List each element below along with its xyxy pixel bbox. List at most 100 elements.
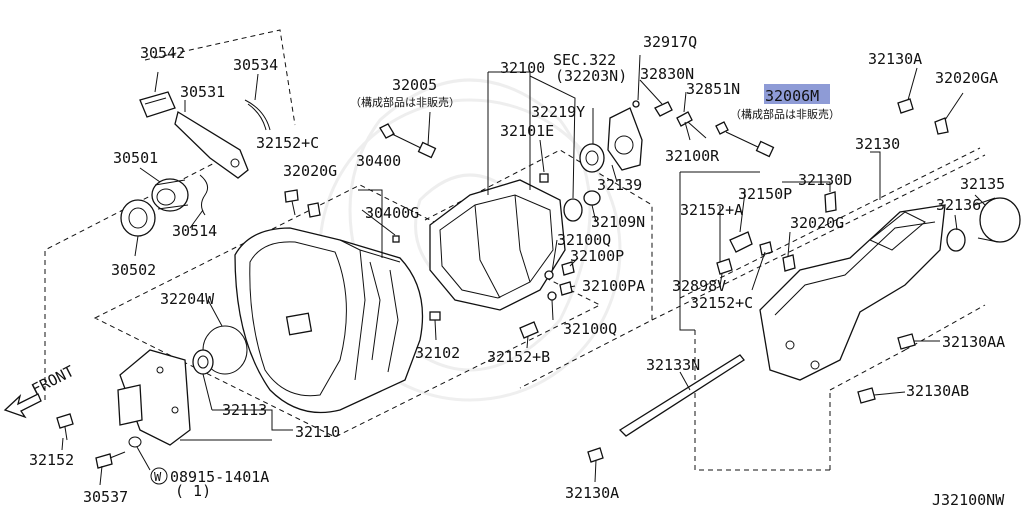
part-32830n <box>654 101 673 117</box>
part-label-30531: 30531 <box>180 83 225 101</box>
part-label-32152: 32152 <box>29 451 74 469</box>
note-not-sold-left: （構成部品は非販売） <box>350 95 460 109</box>
part-32136-bushing <box>946 228 966 252</box>
part-label-32101e: 32101E <box>500 122 554 140</box>
part-label-32133n: 32133N <box>646 356 700 374</box>
part-label-32100pa: 32100PA <box>582 277 645 295</box>
part-label-32130aa: 32130AA <box>942 333 1005 351</box>
part-label-30514: 30514 <box>172 222 217 240</box>
part-32100pa <box>559 281 573 296</box>
part-32130a-bolt-upper <box>897 98 914 114</box>
part-30501-bearing <box>151 178 189 212</box>
part-label-30537: 30537 <box>83 488 128 506</box>
part-32020g-left <box>307 202 321 218</box>
part-label-32136: 32136 <box>936 196 981 214</box>
part-washer <box>128 436 142 448</box>
part-32917q <box>632 100 640 108</box>
part-label-32130d: 32130D <box>798 171 852 189</box>
part-32110-front-cover <box>117 349 191 446</box>
part-label-32152-c: 32152+C <box>256 134 319 152</box>
part-30514-clip <box>199 174 209 216</box>
part-label-32135: 32135 <box>960 175 1005 193</box>
part-label-32113: 32113 <box>222 401 267 419</box>
part-label-32100p: 32100P <box>570 247 624 265</box>
part-label-32100q: 32100Q <box>557 231 611 249</box>
part-label-32130: 32130 <box>855 135 900 153</box>
part-32113-seal <box>192 349 214 375</box>
part-32130ab-bolt <box>857 387 876 404</box>
part-label-32100r: 32100R <box>665 147 720 165</box>
part-label-30534: 30534 <box>233 56 278 74</box>
part-label-32130a: 32130A <box>565 484 619 502</box>
part-32130a-bolt-lower <box>587 447 604 463</box>
part-32100-main-case <box>429 179 566 311</box>
part-32102-pin <box>429 311 441 321</box>
part-30502-seal <box>120 199 156 237</box>
part-label-32130a: 32130A <box>868 50 922 68</box>
part-30542-pad <box>139 91 176 118</box>
part-32006m-switch <box>715 121 775 158</box>
part-32005-switch <box>379 123 437 159</box>
part-32020g-right <box>782 254 796 272</box>
part-32130d-breather <box>824 191 837 213</box>
part-32100q-lower <box>547 291 557 301</box>
part-32152c-right-bolt <box>759 241 773 256</box>
front-arrow-icon <box>3 393 42 419</box>
part-32130aa-bolt <box>897 333 916 350</box>
part-label-32851n: 32851N <box>686 80 740 98</box>
part-label-32152-c: 32152+C <box>690 294 753 312</box>
part-32100q-upper <box>544 270 554 280</box>
diagram-code: J32100NW <box>932 491 1005 509</box>
part-label-32152-a: 32152+A <box>680 201 743 219</box>
part-label-30502: 30502 <box>111 261 156 279</box>
part-32152-bolt <box>56 413 74 441</box>
part-label-1: ( 1) <box>175 482 211 500</box>
part-label-32150p: 32150P <box>738 185 792 203</box>
part-32100r-screw <box>676 111 707 139</box>
part-30537-stud <box>95 451 126 469</box>
part-30400g-dowel <box>392 235 400 243</box>
part-labels: 30542 30534 30531 30501 30514 30502 32005 32152… <box>29 33 1005 506</box>
part-32898v <box>716 258 733 275</box>
part-30534-spring <box>244 99 271 131</box>
part-label-sec-322: SEC.322 <box>553 51 616 69</box>
part-label-32139: 32139 <box>597 176 642 194</box>
part-label-30400: 30400 <box>356 152 401 170</box>
part-32139-retainer <box>607 107 643 171</box>
part-label-32100: 32100 <box>500 59 545 77</box>
part-label-32204w: 32204W <box>160 290 215 308</box>
part-label-30542: 30542 <box>140 44 185 62</box>
note-not-sold-right: （構成部品は非販売） <box>730 107 840 121</box>
part-label-32219y: 32219Y <box>531 103 585 121</box>
part-32150p-bracket <box>729 231 753 253</box>
part-label-30400g: 30400G <box>365 204 419 222</box>
part-label-32020ga: 32020GA <box>935 69 998 87</box>
part-label-32005: 32005 <box>392 76 437 94</box>
leader-lines <box>61 54 986 486</box>
part-label-32130ab: 32130AB <box>906 382 969 400</box>
part-32130-extension-housing <box>759 204 946 381</box>
part-label-32152-b: 32152+B <box>487 348 550 366</box>
part-32133n-rod <box>618 354 745 437</box>
part-32219y-seal <box>563 198 583 222</box>
part-30400-clutch-housing <box>234 227 424 414</box>
part-label-32898v: 32898V <box>672 277 726 295</box>
part-32101e-plug <box>539 173 549 183</box>
part-label-30501: 30501 <box>113 149 158 167</box>
part-label-32109n: 32109N <box>591 213 645 231</box>
part-label-32006m: 32006M <box>765 87 819 105</box>
front-label: FRONT <box>29 362 77 399</box>
part-32152b-bolt <box>519 321 539 339</box>
part-label-08915-1401a: 08915-1401A <box>170 468 269 486</box>
part-label-32917q: 32917Q <box>643 33 697 51</box>
part-label-32102: 32102 <box>415 344 460 362</box>
part-30531-lever <box>174 110 249 179</box>
washer-mark: W <box>150 467 168 485</box>
part-label-32203n: (32203N) <box>555 67 627 85</box>
part-32203n-bearing <box>579 143 605 173</box>
part-32020ga-clip <box>934 117 949 135</box>
part-32135-seal <box>974 197 1021 243</box>
highlight-32006m <box>764 84 830 104</box>
part-label-32020g: 32020G <box>283 162 337 180</box>
